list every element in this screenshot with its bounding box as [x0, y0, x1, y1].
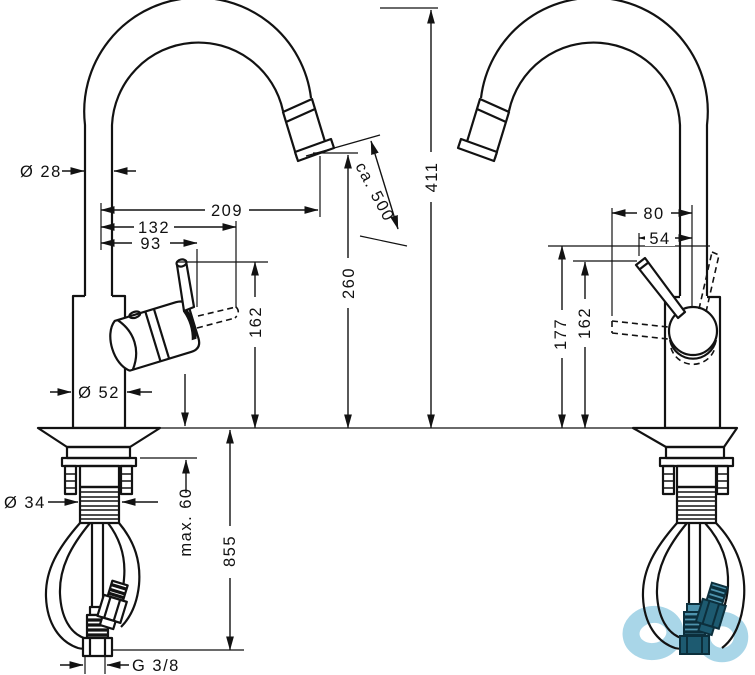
- dim-label: 132: [138, 219, 170, 237]
- dim-label: 411: [423, 162, 441, 193]
- valve-cartridge: [109, 300, 201, 372]
- spout-inner-wall: [110, 41, 285, 296]
- lever-cap-line: [639, 261, 650, 270]
- knob-alt-arc-dashed: [670, 347, 716, 366]
- base-and-mounting: [36, 426, 162, 525]
- dim-label: Ø 52: [78, 384, 120, 402]
- hex-nut: [81, 636, 114, 658]
- lever-tip-cap: [175, 258, 188, 268]
- dim-label: 54: [649, 230, 670, 248]
- valve-end-detail: [182, 310, 197, 341]
- dim-spout-outlet-height: 260: [313, 152, 358, 429]
- dim-shank-diameter: Ø 34: [4, 494, 158, 512]
- dim-label: Ø 34: [4, 494, 46, 512]
- handle-knob: [667, 305, 719, 357]
- dim-label: 162: [247, 306, 265, 338]
- dim-total-height: 411: [380, 7, 441, 429]
- hose-connector-angled: [96, 579, 129, 631]
- mounting-bolt-left: [63, 464, 78, 496]
- dimensions: Ø 28 209 132 93 ca. 500: [4, 7, 710, 675]
- dim-lever-height-front: 162: [573, 260, 637, 429]
- dim-label: 177: [552, 318, 570, 350]
- handle-lever: [634, 256, 687, 320]
- lever-alt-position-dashed: [196, 306, 240, 329]
- supply-hoses: [641, 522, 746, 655]
- dim-body-diameter: Ø 52: [50, 384, 152, 402]
- dim-max-deck-thickness: max. 60: [140, 374, 197, 557]
- spout-outer-wall: [479, 0, 709, 296]
- spout-outer-wall: [83, 0, 313, 296]
- dim-label: 162: [576, 307, 594, 339]
- logo-left-ring: [622, 605, 684, 661]
- base-and-mounting: [631, 426, 739, 525]
- dim-label: Ø 28: [20, 163, 62, 181]
- dim-label: 260: [340, 267, 358, 299]
- hex-nut: [679, 635, 710, 655]
- dim-spout-diameter: Ø 28: [20, 163, 136, 181]
- dim-lever-reach-open: 132: [100, 219, 237, 308]
- dim-label: max. 60: [177, 487, 195, 556]
- supply-hoses: [44, 522, 141, 658]
- mounting-bolt-right: [119, 464, 134, 496]
- dim-label: 80: [643, 205, 664, 223]
- lever-alt-positions-dashed: [611, 251, 720, 340]
- dim-label: 93: [140, 235, 161, 253]
- sprayer-joint-line: [285, 107, 316, 124]
- spout-inner-wall: [507, 41, 682, 296]
- dim-lever-reach: 93: [100, 235, 198, 307]
- dim-lever-height-side: 162: [176, 261, 268, 429]
- sprayer-tip-cap: [456, 137, 499, 163]
- mounting-bolt-left: [661, 464, 676, 496]
- dim-label: 209: [211, 202, 243, 220]
- dim-lever-height-raised-front: 177: [548, 245, 710, 429]
- temp-indicator-dot: [128, 310, 142, 320]
- sprayer-joint-line: [476, 107, 507, 124]
- dim-hose-length: 855: [112, 429, 244, 651]
- hose-connector-angled: [694, 581, 729, 637]
- threaded-shank: [78, 485, 121, 525]
- front-view: [456, 0, 746, 655]
- dim-label: 855: [221, 535, 239, 567]
- knob-lower-arc: [668, 339, 718, 360]
- threaded-shank: [675, 485, 718, 525]
- dim-connection-thread: G 3/8: [60, 655, 180, 675]
- dim-label: G 3/8: [132, 657, 180, 675]
- dim-lever-reach-open-front: 80: [611, 204, 693, 316]
- dim-lever-reach-front: 54: [638, 230, 693, 256]
